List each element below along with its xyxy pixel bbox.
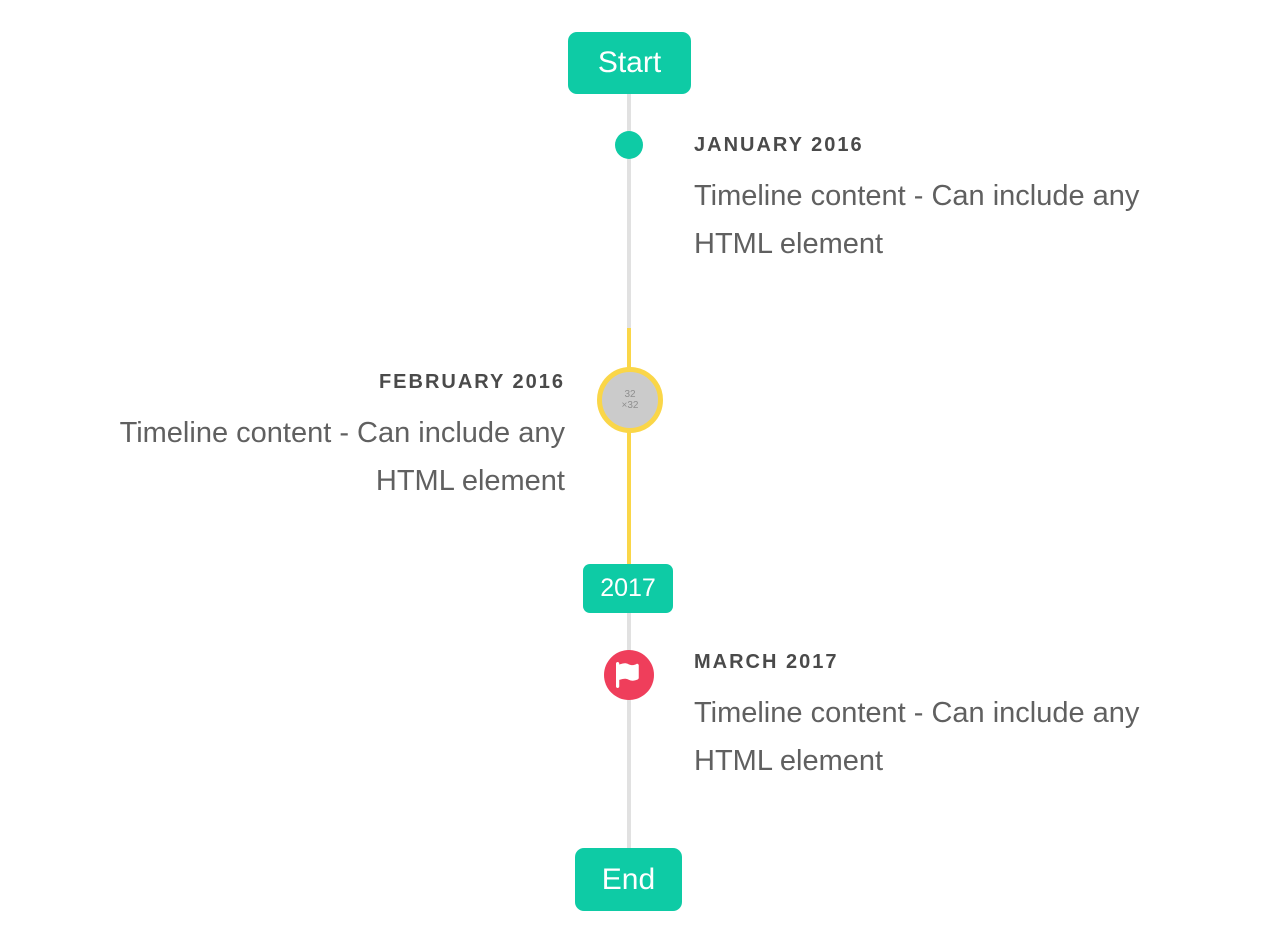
- start-flag-button[interactable]: Start: [568, 32, 691, 94]
- item-content-text: Timeline content - Can include any HTML …: [694, 697, 1140, 777]
- placeholder-image-label: 32 ×32: [621, 389, 639, 411]
- flag-marker: [604, 650, 654, 700]
- start-flag-label: Start: [597, 46, 662, 79]
- timeline-item-january-2016: JANUARY 2016 Timeline content - Can incl…: [694, 130, 1224, 268]
- flag-icon: [616, 662, 642, 688]
- timeline-item-february-2016: FEBRUARY 2016 Timeline content - Can inc…: [35, 367, 565, 505]
- year-badge-label: 2017: [600, 574, 656, 602]
- item-content-text: Timeline content - Can include any HTML …: [119, 417, 565, 497]
- end-flag-label: End: [601, 862, 656, 896]
- item-content-text: Timeline content - Can include any HTML …: [694, 180, 1140, 260]
- timeline-item-march-2017: MARCH 2017 Timeline content - Can includ…: [694, 647, 1224, 785]
- timeline-dot: [615, 131, 643, 159]
- year-badge-2017[interactable]: 2017: [583, 564, 673, 613]
- item-title: MARCH 2017: [694, 651, 839, 673]
- image-placeholder-marker: 32 ×32: [597, 367, 663, 433]
- timeline-line-highlight: [627, 328, 631, 564]
- item-title: JANUARY 2016: [694, 134, 864, 156]
- end-flag-button[interactable]: End: [575, 848, 682, 911]
- item-title: FEBRUARY 2016: [378, 371, 565, 393]
